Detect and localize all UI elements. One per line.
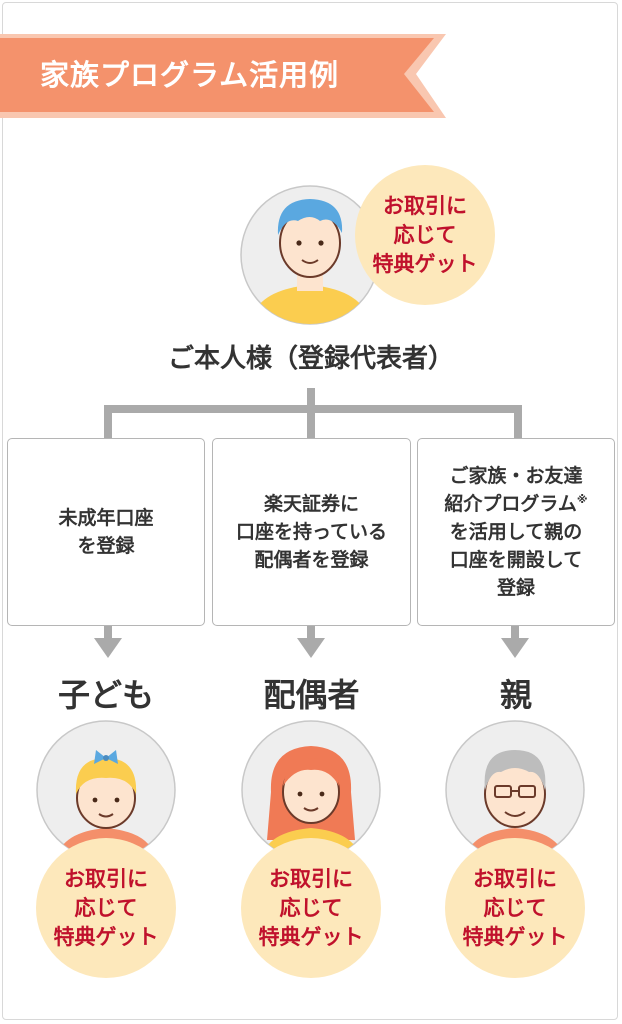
reward-badge-representative: お取引に 応じて 特典ゲット xyxy=(355,165,495,305)
member-label-parent: 親 xyxy=(499,676,532,714)
member-label-child: 子ども xyxy=(57,676,154,714)
title-ribbon xyxy=(0,34,446,118)
branch-box-child: 未成年口座 を登録 xyxy=(7,438,205,626)
branch-box-parent: ご家族・お友達 紹介プログラム※ を活用して親の 口座を開設して 登録 xyxy=(417,438,615,626)
branch-box-spouse: 楽天証券に 口座を持っている 配偶者を登録 xyxy=(212,438,411,626)
spouse-avatar xyxy=(241,720,381,860)
reward-badge-child: お取引に 応じて 特典ゲット xyxy=(36,838,176,978)
reward-badge-spouse: お取引に 応じて 特典ゲット xyxy=(241,838,381,978)
representative-label: ご本人様（登録代表者） xyxy=(167,344,454,374)
member-label-spouse: 配偶者 xyxy=(263,676,360,714)
page-title: 家族プログラム活用例 xyxy=(40,58,340,92)
reward-badge-parent: お取引に 応じて 特典ゲット xyxy=(445,838,585,978)
